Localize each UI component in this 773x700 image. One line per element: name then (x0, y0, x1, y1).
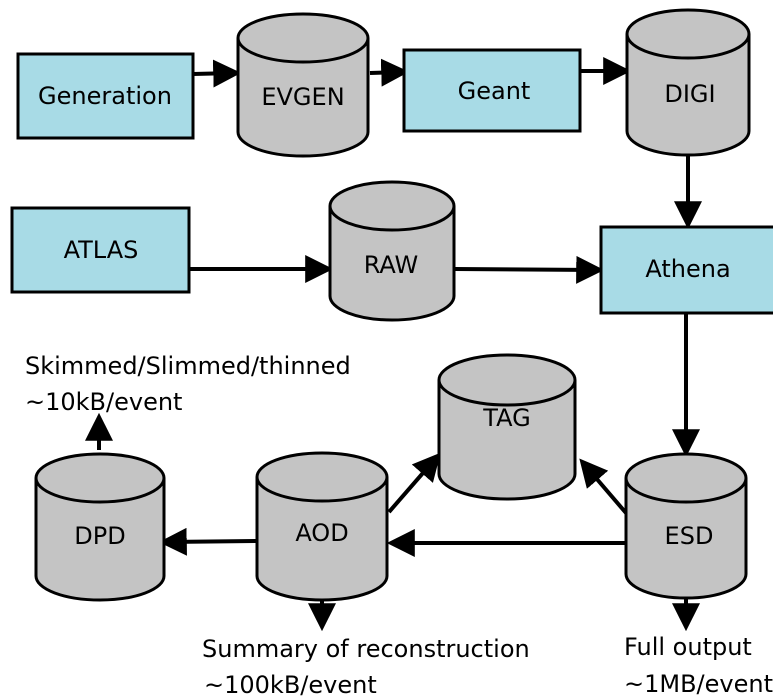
process-geant-label: Geant (458, 77, 531, 105)
datastore-evgen: EVGEN (236, 12, 370, 158)
dpd-annotation-line1: Skimmed/Slimmed/thinned (25, 352, 351, 380)
edge-raw-athena (454, 255, 605, 284)
edge-aod-dpd (158, 527, 257, 556)
annotations: Skimmed/Slimmed/thinned ~10kB/event Summ… (25, 352, 773, 699)
process-generation: Generation (16, 52, 195, 140)
process-atlas-label: ATLAS (64, 236, 139, 264)
esd-annotation-line1: Full output (624, 633, 752, 661)
datastore-raw-label: RAW (364, 251, 419, 279)
edge-aod-tag (387, 452, 441, 514)
edge-esd-tag (579, 458, 628, 515)
dpd-annotation-line2: ~10kB/event (25, 388, 182, 416)
process-atlas: ATLAS (10, 206, 191, 294)
datastore-raw: RAW (328, 180, 456, 322)
datastore-dpd-label: DPD (74, 522, 125, 550)
edge-evgen-geant (369, 58, 410, 87)
datastore-digi: DIGI (625, 8, 751, 157)
edges (85, 57, 702, 632)
esd-annotation-line2: ~1MB/event (624, 670, 773, 698)
datastore-esd-label: ESD (665, 522, 714, 550)
datastore-evgen-label: EVGEN (261, 83, 344, 111)
process-geant: Geant (402, 48, 582, 133)
datastore-aod-label: AOD (295, 519, 348, 547)
edge-generation-evgen (192, 59, 242, 88)
process-athena-label: Athena (645, 255, 730, 283)
datastore-dpd: DPD (34, 452, 166, 602)
aod-annotation-line2: ~100kB/event (204, 671, 377, 699)
process-generation-label: Generation (38, 82, 172, 110)
datastore-digi-label: DIGI (664, 80, 715, 108)
datastore-esd: ESD (624, 452, 748, 600)
aod-annotation-line1: Summary of reconstruction (202, 635, 530, 663)
datastore-tag: TAG (437, 353, 577, 501)
datastore-tag-label: TAG (482, 404, 530, 432)
datastore-aod: AOD (255, 451, 389, 602)
process-athena: Athena (599, 225, 773, 315)
